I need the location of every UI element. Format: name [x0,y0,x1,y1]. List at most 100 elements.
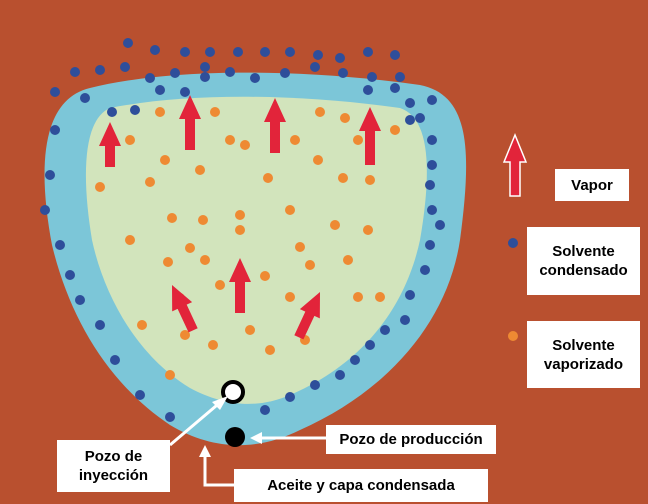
condensed-solvent-dot [338,68,348,78]
vaporized-solvent-dot [137,320,147,330]
condensed-solvent-dot [145,73,155,83]
condensed-solvent-dot [405,98,415,108]
vaporized-solvent-dot [285,205,295,215]
vaporized-solvent-dot [198,215,208,225]
condensed-solvent-dot [150,45,160,55]
condensed-solvent-dot [75,295,85,305]
vaporized-solvent-dot [245,325,255,335]
injection-line1: Pozo de [84,448,143,465]
condensed-solvent-dot [95,65,105,75]
condensed-solvent-dot [363,47,373,57]
vaporized-solvent-dot [263,173,273,183]
vaporized-solvent-dot [145,177,155,187]
legend-condensed-line1: Solvente [552,243,615,260]
vaporized-solvent-dot [200,255,210,265]
condensed-solvent-dot [365,340,375,350]
condensed-solvent-dot [335,53,345,63]
vapor-arrow [179,95,201,150]
vaporized-solvent-dot [235,210,245,220]
vaporized-solvent-dot [375,292,385,302]
vaporized-solvent-dot [95,182,105,192]
condensed-solvent-dot [180,87,190,97]
condensed-solvent-dot [415,113,425,123]
legend-vapor-text: Vapor [571,176,613,194]
vaporized-solvent-dot [330,220,340,230]
vaporized-solvent-dot [167,213,177,223]
condensed-solvent-dot [180,47,190,57]
vapor-arrows [99,95,381,340]
vaporized-solvent-dot [365,175,375,185]
vaporized-solvent-dot [340,113,350,123]
vapor-arrow [264,98,286,153]
condensed-solvent-dot [335,370,345,380]
vaporized-solvent-dot [313,155,323,165]
condensed-solvent-dot [285,392,295,402]
vapor-arrow [99,122,121,167]
condensed-solvent-dot [135,390,145,400]
production-pointer-head [250,432,262,444]
condensed-solvent-dot [50,87,60,97]
legend-vaporized-line1: Solvente [552,336,615,354]
condensed-solvent-dot [55,240,65,250]
condensed-solvent-dot [405,290,415,300]
vaporized-solvent-dot [353,135,363,145]
vaporized-solvent-dot [390,125,400,135]
production-well [225,427,245,447]
legend-vaporized-line2: vaporizado [543,355,624,373]
condensed-solvent-dot [225,67,235,77]
condensed-solvent-dot [200,72,210,82]
condensed-solvent-dot [280,68,290,78]
condensed-solvent-dot [155,85,165,95]
condensed-solvent-dot [363,85,373,95]
oil-layer-text: Aceite y capa condensada [267,477,455,494]
vaporized-solvent-dots [95,107,400,380]
vaporized-solvent-dot [265,345,275,355]
condensed-solvent-dot [110,355,120,365]
vaporized-solvent-dot [315,107,325,117]
vaporized-solvent-dot [235,225,245,235]
vaporized-solvent-dot [125,235,135,245]
injection-well [221,380,245,404]
condensed-solvent-dot [395,72,405,82]
vaporized-solvent-dot [155,107,165,117]
condensed-solvent-dot [405,115,415,125]
legend-condensed-line2: condensado [539,262,628,279]
vaporized-solvent-dot [353,292,363,302]
condensed-solvent-dot [95,320,105,330]
vapor-arrow [294,292,320,340]
oil-layer-pointer-head [199,445,211,457]
vaporized-solvent-dot [160,155,170,165]
vapor-arrow [359,107,381,165]
condensed-solvent-dot [425,240,435,250]
condensed-solvent-dot [350,355,360,365]
legend-condensed-label: Solvente condensado [527,227,640,295]
vaporized-solvent-dot [363,225,373,235]
oil-layer-pointer [203,452,236,487]
condensed-solvent-dot [123,38,133,48]
vaporized-solvent-dot [210,107,220,117]
vaporized-solvent-dot [125,135,135,145]
condensed-solvent-dot [260,47,270,57]
vapor-arrow [229,258,251,313]
condensed-solvent-dot [40,205,50,215]
condensed-solvent-dot [310,380,320,390]
legend-vaporized-icon [508,331,518,341]
condensed-solvent-dot [285,47,295,57]
condensed-solvent-dot [427,160,437,170]
condensed-solvent-dot [310,62,320,72]
condensed-solvent-dot [233,47,243,57]
condensed-solvent-dot [390,50,400,60]
condensed-solvent-dot [427,135,437,145]
vaporized-solvent-dot [305,260,315,270]
condensed-solvent-dot [45,170,55,180]
condensed-solvent-dot [313,50,323,60]
condensed-solvent-dot [250,73,260,83]
condensed-solvent-dot [165,412,175,422]
condensed-solvent-dot [120,62,130,72]
condensed-solvent-dots [40,38,445,422]
vaporized-solvent-dot [295,242,305,252]
vapor-arrow [172,285,198,333]
vaporized-solvent-dot [208,340,218,350]
vaporized-solvent-dot [163,257,173,267]
condensed-solvent-dot [65,270,75,280]
